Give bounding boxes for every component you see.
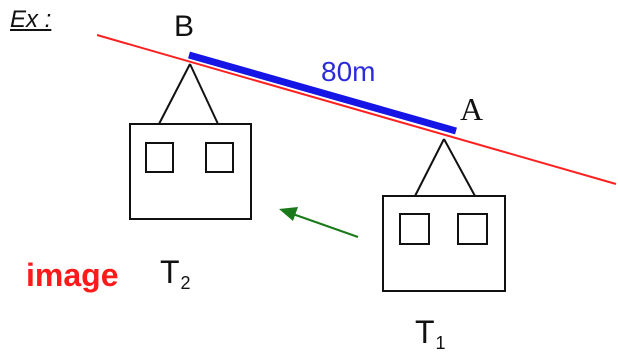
point-a-label: A: [460, 91, 484, 127]
t2-label: T2: [160, 256, 191, 292]
point-b-label: B: [174, 10, 195, 43]
t1-index: 1: [435, 333, 446, 353]
t1-letter: T: [415, 314, 435, 350]
segment-ab: [188, 51, 457, 135]
cable-line: [96, 34, 617, 185]
example-label: Ex :: [10, 6, 52, 33]
distance-label: 80m: [321, 56, 376, 87]
t1-label: T1: [415, 316, 446, 352]
cabin-t1-icon: [382, 138, 506, 292]
t2-index: 2: [180, 273, 191, 293]
motion-arrow-icon: [279, 207, 359, 238]
image-label: image: [26, 257, 119, 293]
t2-letter: T: [160, 254, 180, 290]
cabin-t2-icon: [129, 63, 252, 220]
